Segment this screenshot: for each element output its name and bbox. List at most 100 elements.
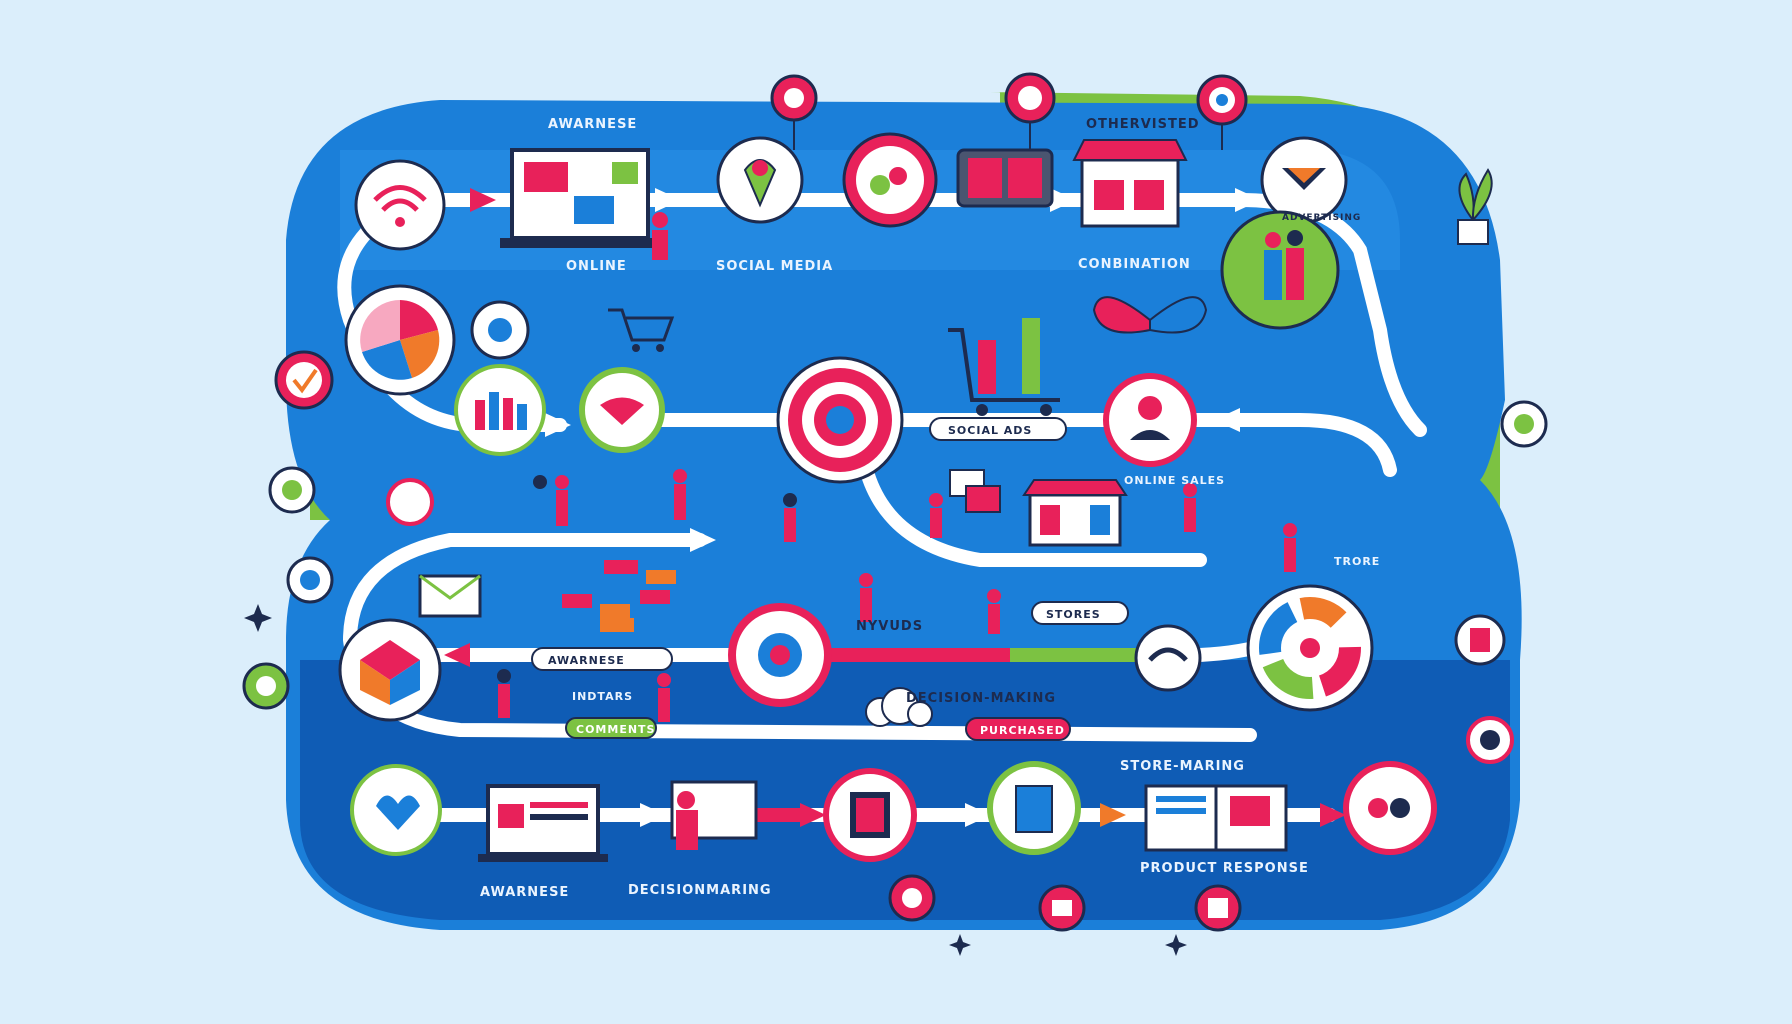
butterfly-icon (1092, 296, 1208, 334)
labels: AWARNESE OTHERVISTED ONLINE SOCIAL MEDIA… (480, 117, 1380, 900)
pie-chart-icon (344, 284, 456, 396)
plant-icon (1457, 168, 1493, 245)
pin-bottom-3 (1194, 884, 1242, 932)
road-line-social-ads (593, 413, 1397, 477)
arrow-4 (1235, 188, 1261, 212)
donut-chart-icon (1246, 584, 1374, 712)
cloud-icon (865, 687, 933, 727)
sparkle-icon (949, 934, 971, 956)
label-awareness-top: AWARNESE (548, 117, 637, 132)
pin-left-1 (268, 466, 316, 514)
label-reviews: NYVUDS (856, 619, 923, 634)
desk-person-icon (670, 780, 758, 850)
label-insights: INDTARS (572, 690, 633, 703)
arrow-5 (545, 413, 571, 437)
people-figures (497, 469, 1297, 722)
label-store-making: STORE-MARING (1120, 759, 1245, 774)
sparkle-icon (1165, 934, 1187, 956)
checkmark-icon (274, 350, 334, 410)
funnel-icon (1260, 136, 1348, 224)
pin-left-4 (242, 662, 290, 710)
label-advertising: ADVERTISING (1282, 213, 1361, 223)
tag (640, 590, 670, 604)
food-bowl-icon (842, 132, 938, 228)
label-online: ONLINE (566, 259, 627, 274)
storefront-icon (1072, 139, 1188, 228)
cart-bar-chart-icon (948, 318, 1060, 416)
tag (600, 604, 630, 618)
tag (562, 594, 592, 608)
heart-icon (350, 764, 442, 856)
bar-pink (830, 648, 1010, 662)
pin-bottom-1 (888, 874, 936, 922)
pin-right-2 (1454, 614, 1506, 666)
pin-left-2 (386, 478, 434, 526)
arrow-6 (1214, 408, 1240, 432)
chat-target-icon (728, 603, 832, 707)
laptop-bottom-icon (478, 784, 608, 862)
shopping-cart-icon (608, 308, 675, 352)
pill-comments: COMMENTS (565, 717, 657, 739)
person-icon (652, 212, 668, 260)
pin-target-top (1196, 74, 1248, 150)
pin-left-3 (286, 556, 334, 604)
svg-text:AWARNESE: AWARNESE (548, 654, 625, 667)
label-social-media: SOCIAL MEDIA (716, 259, 833, 274)
person-figure (657, 673, 671, 722)
laptop-icon (500, 148, 660, 248)
person-target-icon (1103, 373, 1197, 467)
svg-text:SOCIAL ADS: SOCIAL ADS (948, 424, 1032, 437)
arrow-11 (965, 803, 991, 827)
row-4-icons (350, 761, 1437, 862)
arrow-3 (1050, 188, 1076, 212)
people-shop-icon (1220, 210, 1340, 330)
arrow-1 (470, 188, 496, 212)
target-icon-big (776, 356, 904, 484)
row-2-icons (274, 210, 1340, 484)
person-figure (533, 475, 547, 526)
bar-green (1010, 648, 1140, 662)
tag (604, 560, 638, 574)
tablet-bottom-icon (823, 768, 917, 862)
label-other-visited: OTHERVISTED (1086, 117, 1200, 132)
svg-text:STORES: STORES (1046, 608, 1101, 621)
phone-bottom-icon (987, 761, 1081, 855)
arrow-2 (655, 188, 681, 212)
side-pins (242, 400, 1548, 932)
arrow-13 (1320, 803, 1346, 827)
chat-bubble-icon (470, 300, 530, 360)
brochure-icon (1144, 784, 1288, 852)
label-product-response: PRODUCT RESPONSE (1140, 861, 1309, 876)
tag (965, 485, 1001, 513)
arrow-8 (444, 643, 470, 667)
sparkles (244, 604, 1187, 956)
row-1-icons (354, 132, 1493, 260)
location-pin-icon (716, 136, 804, 224)
label-store: TRORE (1334, 555, 1380, 568)
sparkle-icon (244, 604, 272, 632)
top-pins (770, 72, 1248, 150)
cosmetics-icon (1343, 761, 1437, 855)
person-figure (673, 469, 687, 520)
arrow-7 (690, 528, 716, 552)
row-3-icons (338, 479, 1374, 727)
person-figure (859, 573, 873, 622)
label-decision-making-mid: DECISION-MAKING (906, 691, 1056, 706)
pin-ear-top (1004, 72, 1056, 150)
target-icon-green (579, 367, 665, 453)
person-figure (497, 669, 511, 718)
arrowheads (444, 188, 1346, 827)
label-awareness-bottom: AWARNESE (480, 885, 569, 900)
bar-chart-icon (454, 364, 546, 456)
pill-stores: STORES (1031, 601, 1129, 625)
storefront-small-icon (1022, 479, 1128, 547)
pill-purchased: PURCHASED (965, 717, 1071, 741)
arrow-9 (640, 803, 666, 827)
person-figure (1183, 483, 1197, 532)
label-combination: CONBINATION (1078, 257, 1191, 272)
pin-heart-top (770, 74, 818, 150)
floating-tags (562, 469, 1001, 632)
svg-text:PURCHASED: PURCHASED (980, 724, 1065, 737)
envelope-icon (418, 574, 482, 618)
label-online-sales: ONLINE SALES (1124, 474, 1225, 487)
